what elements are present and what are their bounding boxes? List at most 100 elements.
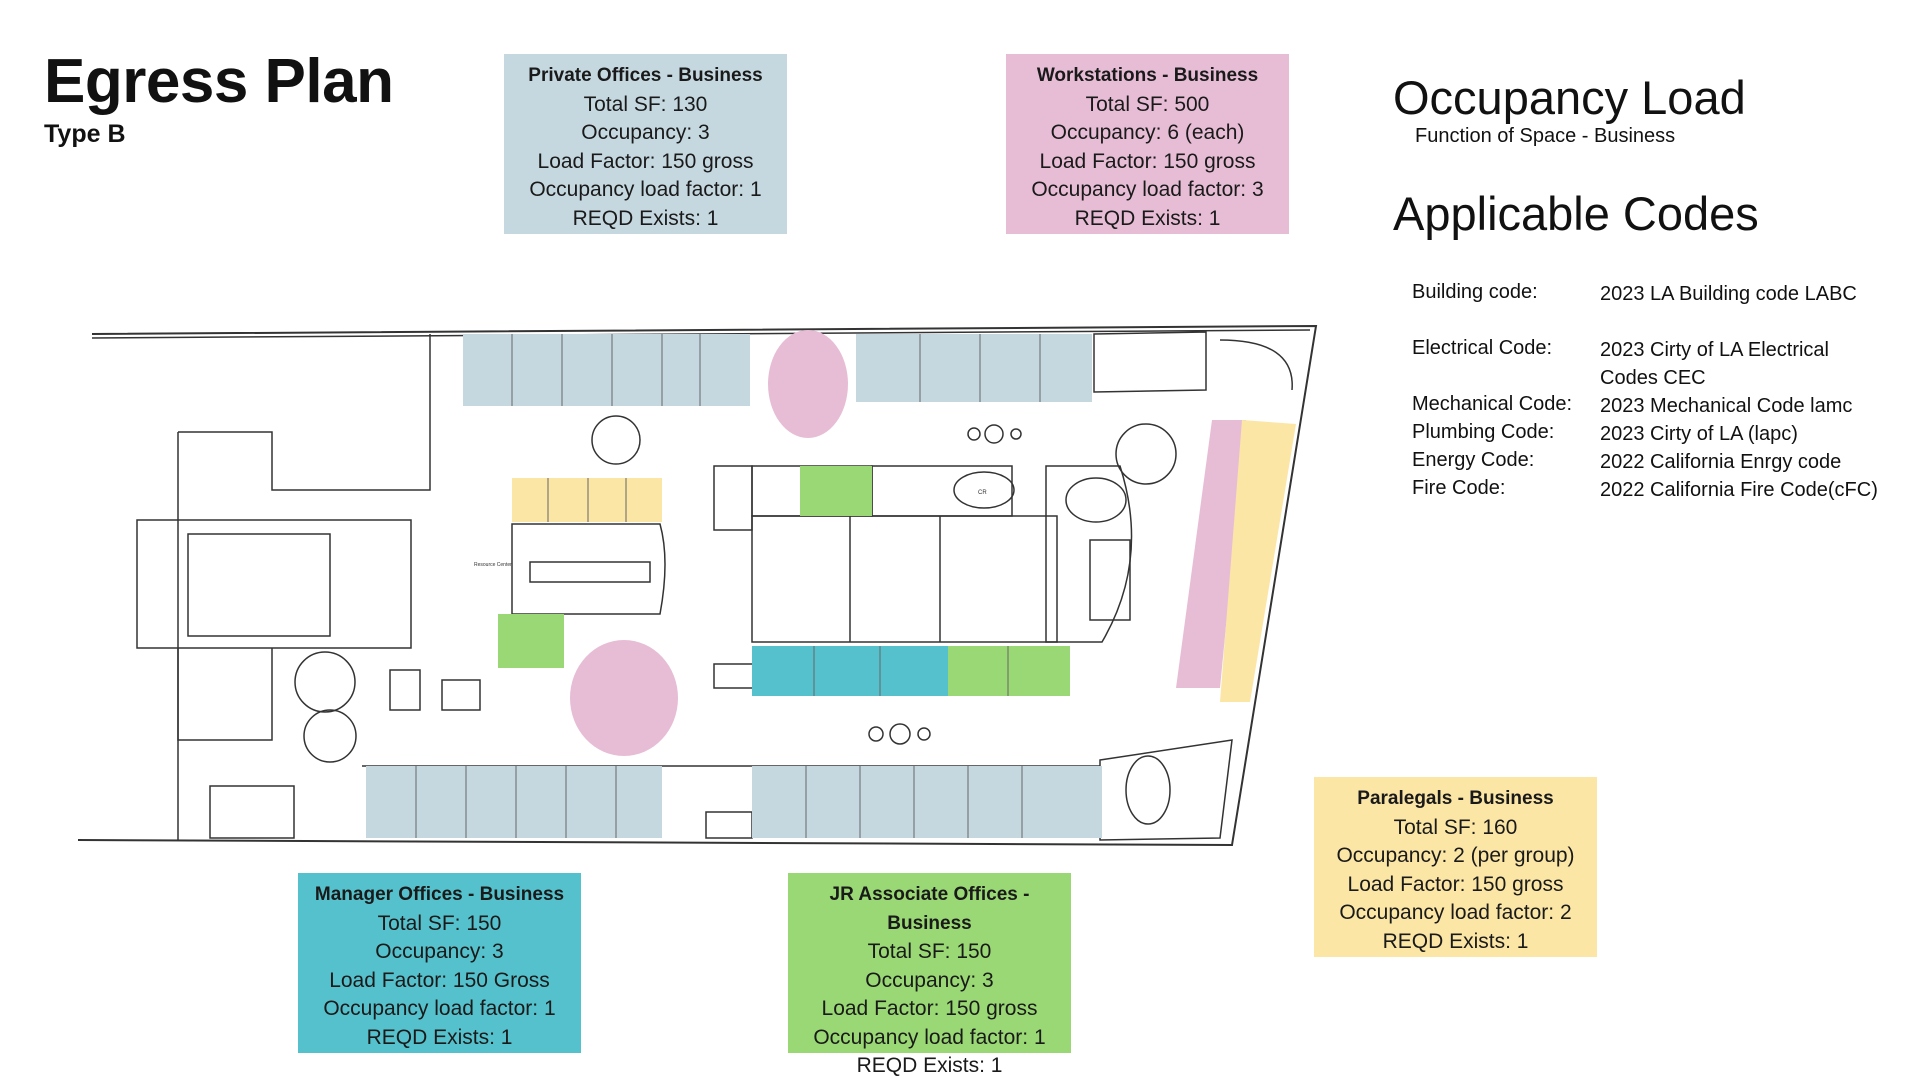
jr-associate-office — [498, 614, 564, 668]
box-line: Load Factor: 150 gross — [1039, 149, 1256, 173]
desk — [713, 663, 755, 689]
workstation-zone — [570, 640, 678, 756]
resource-center — [511, 523, 666, 615]
code-value: 2023 Cirty of LA (lapc) — [1600, 423, 1798, 445]
box-line: Total SF: 150 — [867, 940, 992, 963]
box-line: Load Factor: 150 gross — [1347, 872, 1564, 896]
left-stair — [178, 334, 431, 491]
occupancy-heading: Occupancy Load — [1393, 71, 1746, 124]
box-title: Workstations - Business — [1036, 65, 1259, 86]
paralegal-zone — [512, 478, 662, 522]
box-line: Load Factor: 150 Gross — [329, 968, 550, 992]
building-outline — [77, 324, 1318, 847]
round-table — [303, 709, 357, 763]
page-title: Egress Plan — [44, 47, 394, 116]
box-line: Total SF: 500 — [1085, 92, 1210, 116]
box-line: Load Factor: 150 gross — [537, 149, 754, 173]
code-value: 2022 California Fire Code(cFC) — [1600, 479, 1878, 501]
private-office-row — [856, 334, 1092, 402]
manager-offices-box: Manager Offices - Business Total SF: 150… — [298, 873, 581, 1053]
box-title: Private Offices - Business — [528, 65, 763, 86]
code-value: 2023 LA Building code LABC — [1600, 283, 1857, 305]
private-offices-box: Private Offices - Business Total SF: 130… — [504, 54, 787, 234]
box-line: Occupancy: 6 (each) — [1050, 121, 1245, 144]
lounge-table — [1125, 755, 1171, 825]
box-line: REQD Exists: 1 — [366, 1025, 513, 1049]
box-line: REQD Exists: 1 — [572, 206, 719, 230]
east-curve — [1219, 339, 1293, 391]
jr-associate-office — [948, 646, 1070, 696]
box-line: Occupancy load factor: 2 — [1339, 901, 1572, 924]
paralegal-zone — [1220, 420, 1296, 702]
right-room-small — [1089, 539, 1131, 621]
desk — [389, 669, 421, 711]
code-value: Codes CEC — [1600, 367, 1706, 389]
box-line: Occupancy load factor: 3 — [1031, 178, 1264, 201]
round-table — [917, 727, 931, 741]
private-office-row — [752, 766, 1102, 838]
box-title: Manager Offices - Business — [314, 884, 565, 905]
desk — [705, 811, 753, 839]
round-table — [294, 651, 356, 713]
workstation-zone — [1176, 420, 1246, 688]
private-office-row — [463, 334, 750, 406]
resource-center-label: Resource Center — [474, 562, 512, 568]
round-table — [1010, 428, 1022, 440]
conference-table — [1065, 477, 1127, 523]
code-label: Electrical Code: — [1412, 337, 1553, 359]
box-line: Load Factor: 150 gross — [821, 997, 1038, 1020]
core-room — [713, 465, 753, 531]
desk — [441, 679, 481, 711]
desk — [209, 785, 295, 839]
box-line: Occupancy load factor: 1 — [323, 997, 556, 1020]
left-core-inner — [187, 533, 331, 637]
paralegals-box: Paralegals - Business Total SF: 160 Occu… — [1314, 777, 1597, 957]
right-room — [1045, 465, 1133, 643]
page-subtitle: Type B — [44, 120, 126, 148]
code-label: Fire Code: — [1412, 477, 1506, 499]
box-line: REQD Exists: 1 — [856, 1054, 1003, 1077]
conference-table — [953, 471, 1015, 509]
box-title: Paralegals - Business — [1357, 788, 1554, 809]
workstations-box: Workstations - Business Total SF: 500 Oc… — [1006, 54, 1289, 234]
code-value: 2023 Mechanical Code lamc — [1600, 395, 1853, 417]
code-value: 2023 Cirty of LA Electrical — [1600, 339, 1829, 361]
box-line: Occupancy: 3 — [581, 121, 710, 144]
round-table — [984, 424, 1004, 444]
se-room — [1099, 739, 1233, 841]
box-line: Occupancy: 3 — [865, 968, 994, 992]
box-line: Total SF: 150 — [377, 911, 502, 935]
round-table — [1115, 423, 1177, 485]
core-room — [871, 465, 1013, 517]
box-line: REQD Exists: 1 — [1074, 206, 1221, 230]
private-office-row — [366, 766, 662, 838]
jr-associate-offices-box: JR Associate Offices - Business Total SF… — [788, 873, 1071, 1077]
round-table — [868, 726, 884, 742]
box-line: Occupancy: 2 (per group) — [1336, 844, 1575, 867]
box-line: Occupancy load factor: 1 — [529, 178, 762, 201]
box-line: Occupancy: 3 — [375, 940, 504, 963]
manager-office — [752, 646, 948, 696]
code-label: Mechanical Code: — [1412, 393, 1573, 415]
round-table — [889, 723, 911, 745]
codes-heading: Applicable Codes — [1393, 187, 1759, 240]
left-core-room — [136, 519, 412, 649]
code-label: Plumbing Code: — [1412, 421, 1555, 443]
jr-associate-office — [800, 466, 872, 516]
desk — [529, 561, 651, 583]
box-line: Total SF: 160 — [1393, 815, 1518, 839]
workstation-zone — [768, 330, 848, 438]
round-table — [967, 427, 981, 441]
box-line: REQD Exists: 1 — [1382, 929, 1529, 953]
conference-room-label: CR — [978, 490, 987, 496]
box-title: JR Associate Offices - Business — [829, 884, 1030, 934]
box-line: Total SF: 130 — [583, 92, 708, 116]
central-core — [751, 515, 1058, 643]
code-label: Energy Code: — [1412, 449, 1535, 471]
code-value: 2022 California Enrgy code — [1600, 451, 1842, 473]
ne-room — [1093, 331, 1207, 393]
code-label: Building code: — [1412, 281, 1538, 303]
function-of-space: Function of Space - Business — [1415, 125, 1676, 147]
box-line: Occupancy load factor: 1 — [813, 1025, 1046, 1049]
